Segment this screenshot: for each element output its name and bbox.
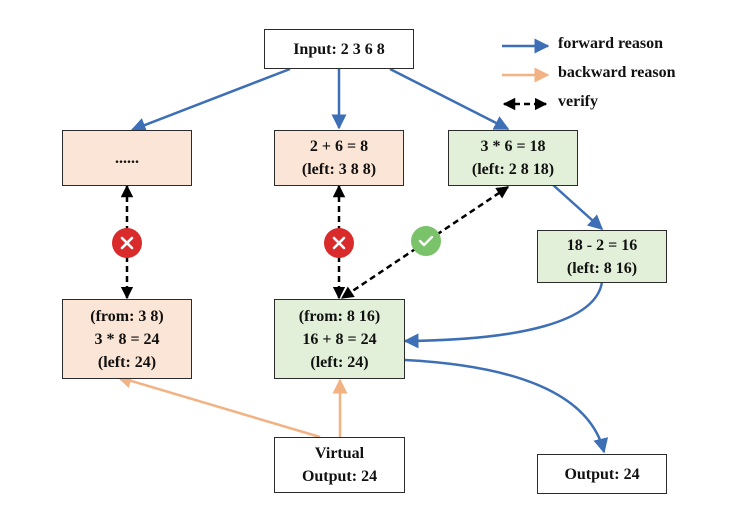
input-node: Input: 2 3 6 8	[264, 29, 414, 69]
mid-candidate-line-2: 16 + 8 = 24	[302, 330, 377, 348]
sub-node-line-2: (left: 8 16)	[566, 259, 638, 277]
mid-candidate-node: (from: 8 16) 16 + 8 = 24 (left: 24)	[274, 299, 405, 379]
output-node-line-1: Output: 24	[564, 465, 640, 483]
edge-virtual-to-left	[116, 373, 321, 439]
left-candidate-line-3: (left: 24)	[97, 353, 157, 371]
x-icon	[324, 228, 354, 258]
left-candidate-line-2: 3 * 8 = 24	[94, 330, 160, 348]
legend-backward-label: backward reason	[558, 64, 676, 81]
mid-candidate-line-1: (from: 8 16)	[298, 307, 381, 325]
sub-node: 18 - 2 = 16 (left: 8 16)	[537, 230, 667, 283]
mul-node: 3 * 6 = 18 (left: 2 8 18)	[448, 130, 578, 186]
left-candidate-line-1: (from: 3 8)	[90, 307, 164, 325]
edge-sub-to-mid	[403, 281, 604, 349]
input-node-line-1: Input: 2 3 6 8	[293, 40, 385, 58]
add-node: 2 + 6 = 8 (left: 3 8 8)	[274, 130, 404, 186]
ellipsis-node: ......	[62, 130, 192, 186]
sub-node-line-1: 18 - 2 = 16	[566, 236, 638, 254]
output-node: Output: 24	[537, 454, 667, 494]
verify-mul-mid	[340, 185, 510, 300]
legend-forward-label: forward reason	[558, 35, 664, 52]
ellipsis-node-line-1: ......	[115, 149, 139, 167]
check-icon	[411, 226, 441, 256]
x-icon	[112, 228, 142, 258]
edge-mid-to-output	[404, 358, 609, 454]
add-node-line-1: 2 + 6 = 8	[309, 138, 369, 155]
edge-input-to-ellipsis	[130, 67, 291, 133]
virtual-output-node: Virtual Output: 24	[274, 437, 405, 493]
virtual-output-line-1: Virtual	[314, 445, 365, 462]
add-node-line-2: (left: 3 8 8)	[301, 161, 377, 178]
mid-candidate-line-3: (left: 24)	[310, 353, 369, 371]
virtual-output-line-2: Output: 24	[301, 468, 378, 485]
legend-verify-label: verify	[558, 93, 598, 110]
edge-input-to-mul	[389, 67, 510, 131]
edge-mul-to-sub	[551, 183, 604, 231]
mul-node-line-1: 3 * 6 = 18	[480, 138, 546, 155]
left-candidate-node: (from: 3 8) 3 * 8 = 24 (left: 24)	[62, 299, 192, 379]
mul-node-line-2: (left: 2 8 18)	[471, 161, 555, 178]
